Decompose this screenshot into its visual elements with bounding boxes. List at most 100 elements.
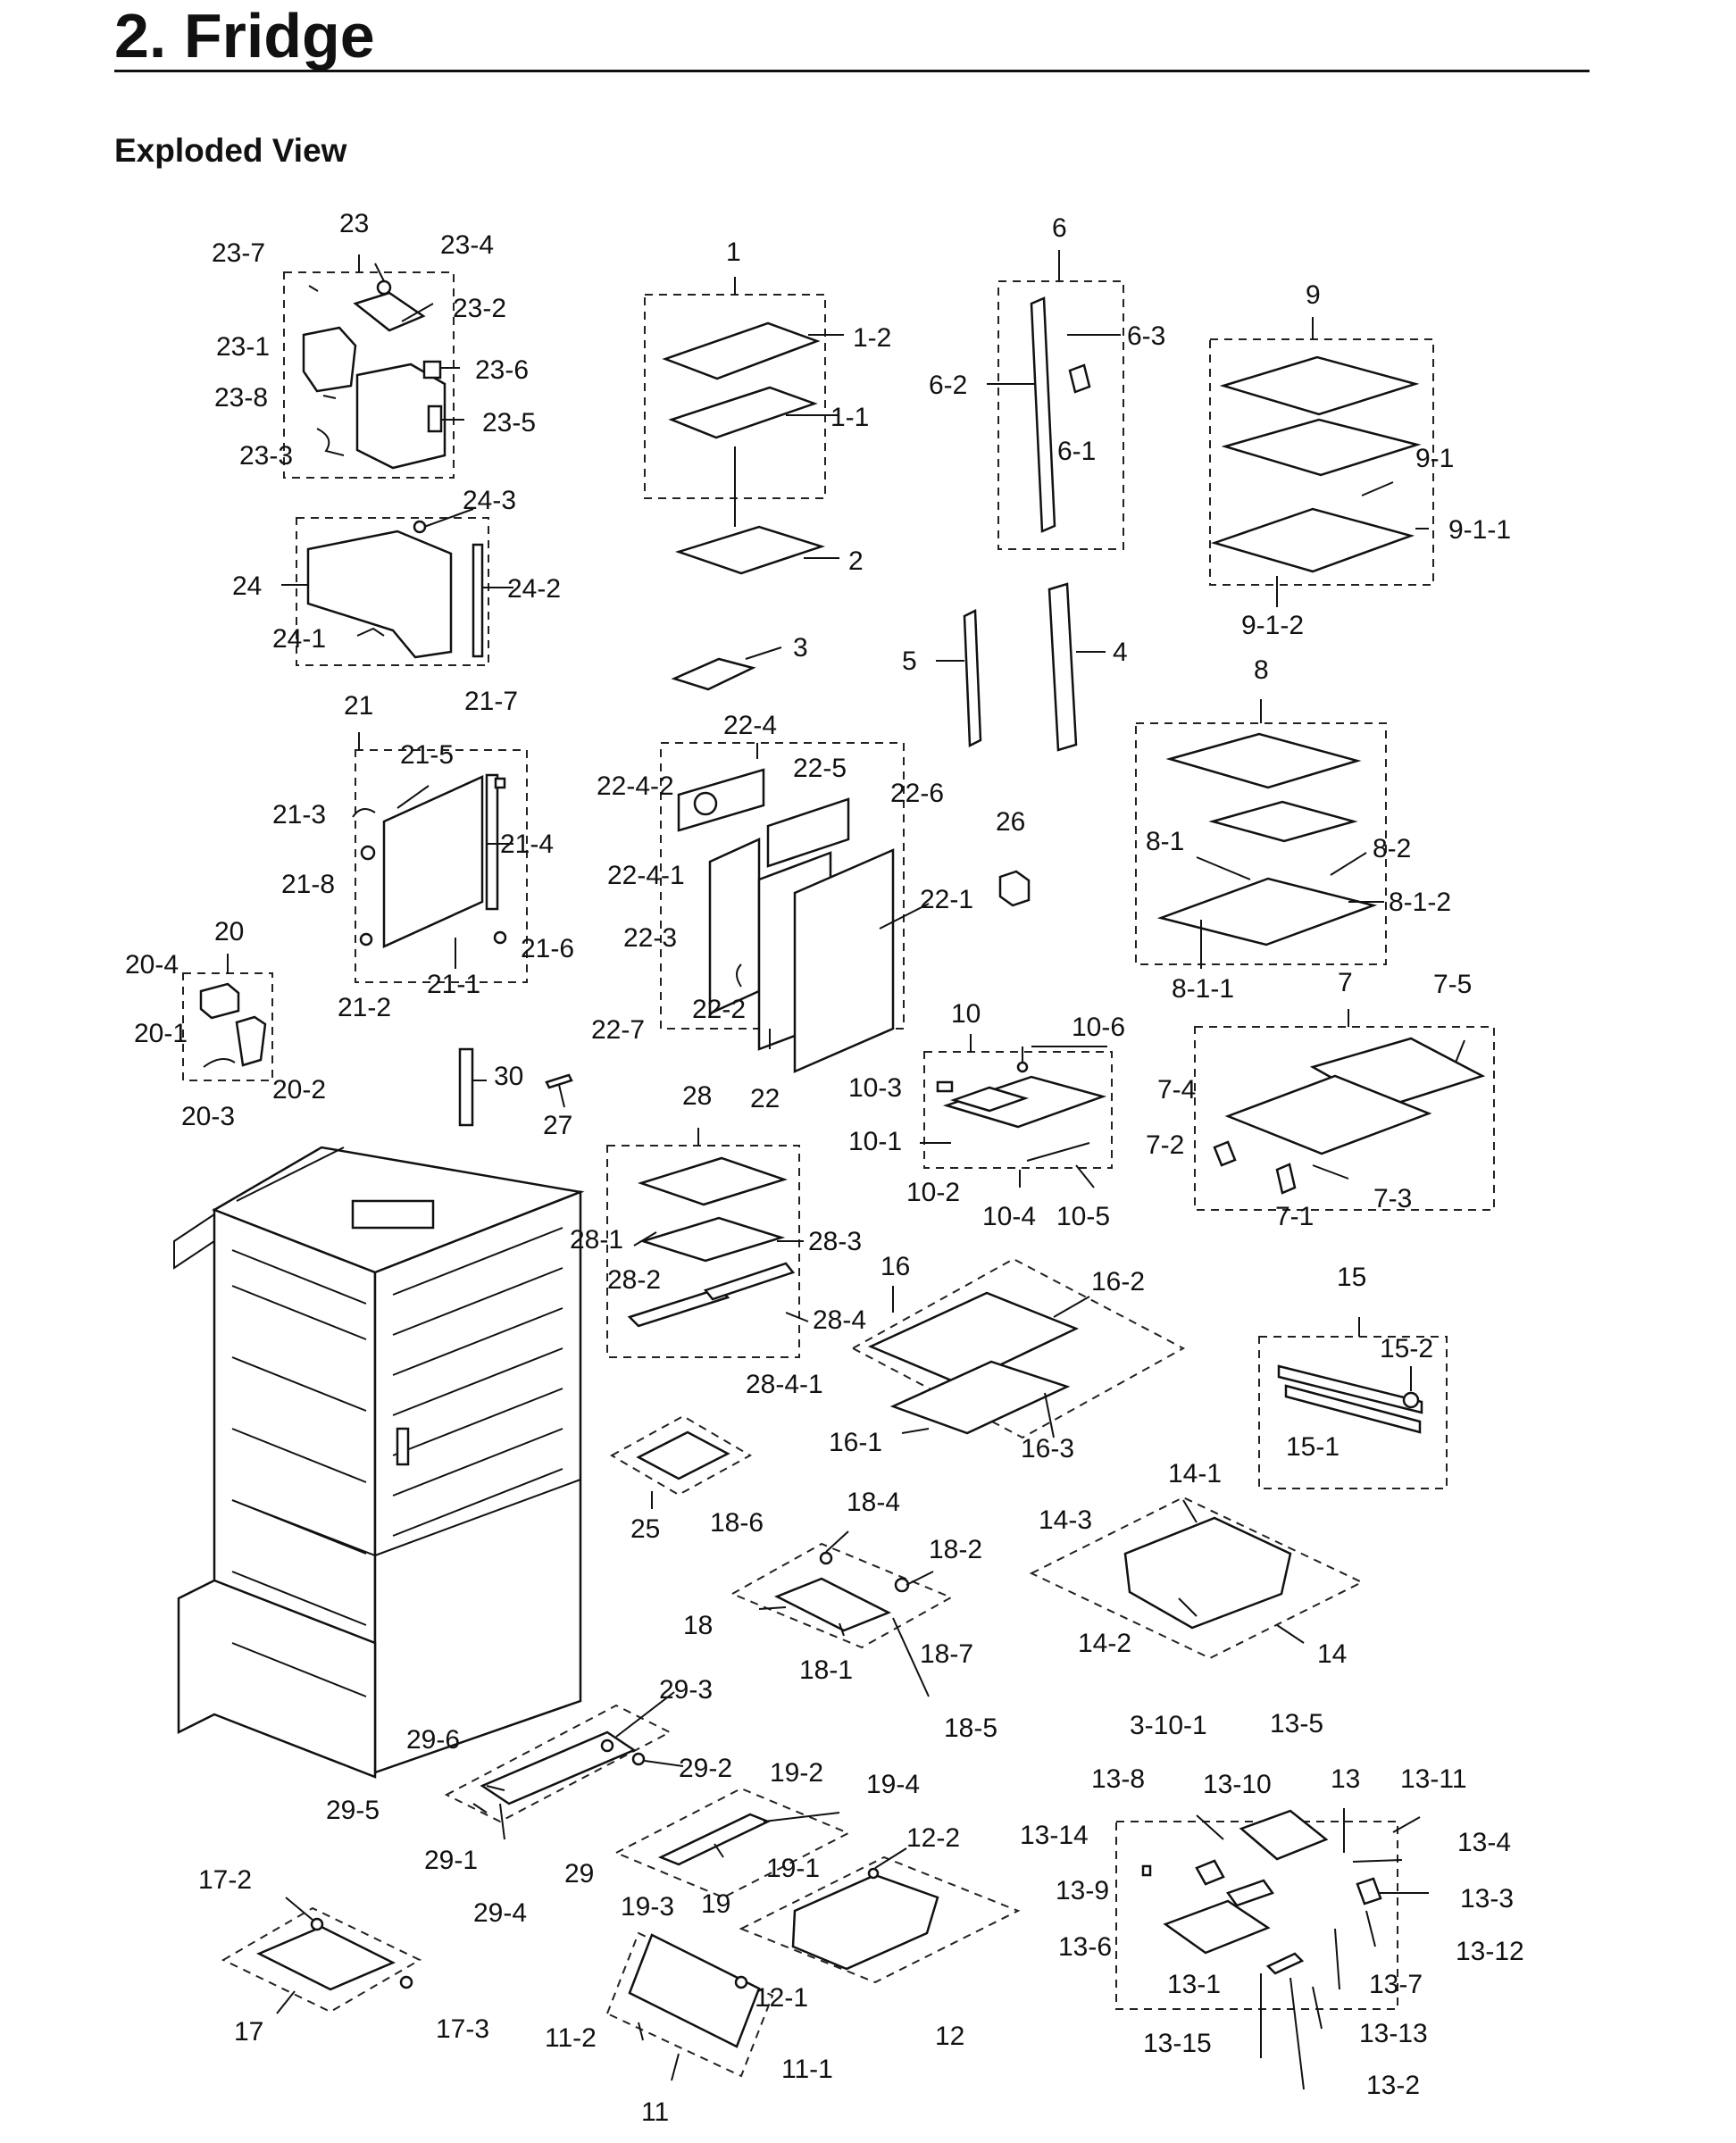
part-label-10-6: 10-6 (1072, 1013, 1125, 1042)
part-label-10-1: 10-1 (848, 1127, 902, 1156)
part-label-29-2: 29-2 (679, 1754, 732, 1783)
part-label-23-4: 23-4 (440, 230, 494, 260)
part-label-1: 1 (726, 238, 741, 267)
part-label-7-3: 7-3 (1373, 1184, 1412, 1213)
part-label-6-3: 6-3 (1127, 321, 1165, 351)
part-label-8-1-2: 8-1-2 (1389, 888, 1451, 917)
part-label-7: 7 (1338, 968, 1353, 997)
part-label-9: 9 (1306, 280, 1321, 310)
part-label-21-7: 21-7 (464, 687, 518, 716)
part-label-20: 20 (214, 917, 244, 946)
part-label-11: 11 (641, 2097, 669, 2127)
part-label-27: 27 (543, 1111, 572, 1140)
part-label-13-7: 13-7 (1369, 1970, 1423, 1999)
part-label-22-4-1: 22-4-1 (607, 861, 685, 890)
part-label-22-7: 22-7 (591, 1015, 645, 1045)
part-label-8-2: 8-2 (1373, 834, 1411, 863)
part-label-15-2: 15-2 (1380, 1334, 1433, 1363)
part-label-28-1: 28-1 (570, 1225, 623, 1255)
part-label-12: 12 (935, 2022, 964, 2051)
part-label-21-1: 21-1 (427, 970, 480, 999)
part-label-13-5: 13-5 (1270, 1709, 1323, 1739)
page-heading: 2. Fridge (114, 1, 375, 71)
part-label-20-4: 20-4 (125, 950, 179, 980)
part-label-17-2: 17-2 (198, 1865, 252, 1895)
part-label-13-13: 13-13 (1359, 2019, 1428, 2048)
part-label-16: 16 (881, 1252, 910, 1281)
part-label-23-3: 23-3 (239, 441, 293, 471)
part-label-29-4: 29-4 (473, 1898, 527, 1928)
part-label-10-4: 10-4 (982, 1202, 1036, 1231)
part-label-21-8: 21-8 (281, 870, 335, 899)
part-labels: 23 23-7 23-4 23-2 23-1 23-6 23-8 23-5 23… (125, 209, 1524, 2127)
part-label-8-1-1: 8-1-1 (1172, 974, 1234, 1004)
part-label-13-10: 13-10 (1203, 1770, 1272, 1799)
part-label-13-15: 13-15 (1143, 2029, 1212, 2058)
part-label-3-10-1: 3-10-1 (1130, 1711, 1207, 1740)
part-label-22-2: 22-2 (692, 995, 746, 1024)
part-label-24-3: 24-3 (463, 486, 516, 515)
part-label-15: 15 (1337, 1263, 1366, 1292)
part-label-13-3: 13-3 (1460, 1884, 1514, 1914)
part-label-28-4: 28-4 (813, 1305, 866, 1335)
part-label-23: 23 (339, 209, 369, 238)
part-label-18-2: 18-2 (929, 1535, 982, 1564)
part-label-24-2: 24-2 (507, 574, 561, 604)
part-label-19-2: 19-2 (770, 1758, 823, 1788)
part-label-29-5: 29-5 (326, 1796, 380, 1825)
part-label-23-2: 23-2 (453, 294, 506, 323)
part-label-20-3: 20-3 (181, 1102, 235, 1131)
part-label-19-3: 19-3 (621, 1892, 674, 1922)
part-label-23-6: 23-6 (475, 355, 529, 385)
part-label-18-1: 18-1 (799, 1655, 853, 1685)
part-label-24: 24 (232, 571, 262, 601)
part-label-17-3: 17-3 (436, 2014, 489, 2044)
part-label-14-1: 14-1 (1168, 1459, 1222, 1488)
part-label-2: 2 (848, 546, 864, 576)
part-label-10: 10 (951, 999, 981, 1029)
part-label-23-8: 23-8 (214, 383, 268, 413)
part-label-13-12: 13-12 (1456, 1937, 1524, 1966)
part-label-19-1: 19-1 (766, 1854, 820, 1883)
part-label-23-5: 23-5 (482, 408, 536, 438)
part-label-18: 18 (683, 1611, 713, 1640)
part-label-7-1: 7-1 (1275, 1202, 1314, 1231)
part-label-19: 19 (701, 1889, 730, 1919)
part-label-16-2: 16-2 (1091, 1267, 1145, 1297)
part-label-12-2: 12-2 (906, 1823, 960, 1853)
part-label-6-2: 6-2 (929, 371, 967, 400)
part-label-13-8: 13-8 (1091, 1764, 1145, 1794)
part-label-16-1: 16-1 (829, 1428, 882, 1457)
part-label-21-4: 21-4 (500, 830, 554, 859)
part-label-29-1: 29-1 (424, 1846, 478, 1875)
part-label-29-6: 29-6 (406, 1725, 460, 1755)
part-label-22-3: 22-3 (623, 923, 677, 953)
part-label-29-3: 29-3 (659, 1675, 713, 1705)
part-label-11-1: 11-1 (781, 2055, 833, 2084)
part-label-11-2: 11-2 (545, 2023, 597, 2053)
part-label-20-2: 20-2 (272, 1075, 326, 1105)
part-label-14-2: 14-2 (1078, 1629, 1131, 1658)
part-label-15-1: 15-1 (1286, 1432, 1340, 1462)
part-label-7-2: 7-2 (1146, 1130, 1184, 1160)
part-label-17: 17 (234, 2017, 263, 2047)
part-label-21-6: 21-6 (521, 934, 574, 963)
part-label-22-5: 22-5 (793, 754, 847, 783)
part-label-23-1: 23-1 (216, 332, 270, 362)
part-label-13: 13 (1331, 1764, 1360, 1794)
part-label-13-6: 13-6 (1058, 1932, 1112, 1962)
part-label-22-1: 22-1 (920, 885, 973, 914)
part-label-13-1: 13-1 (1167, 1970, 1221, 1999)
part-label-21: 21 (344, 691, 373, 721)
part-label-24-1: 24-1 (272, 624, 326, 654)
section-subheading: Exploded View (114, 132, 347, 169)
part-label-13-4: 13-4 (1457, 1828, 1511, 1857)
part-label-14: 14 (1317, 1639, 1347, 1669)
part-label-3: 3 (793, 633, 808, 663)
part-label-8: 8 (1254, 655, 1269, 685)
part-label-1-1: 1-1 (830, 403, 869, 432)
part-label-7-4: 7-4 (1157, 1075, 1196, 1105)
part-label-26: 26 (996, 807, 1025, 837)
part-label-16-3: 16-3 (1021, 1434, 1074, 1463)
